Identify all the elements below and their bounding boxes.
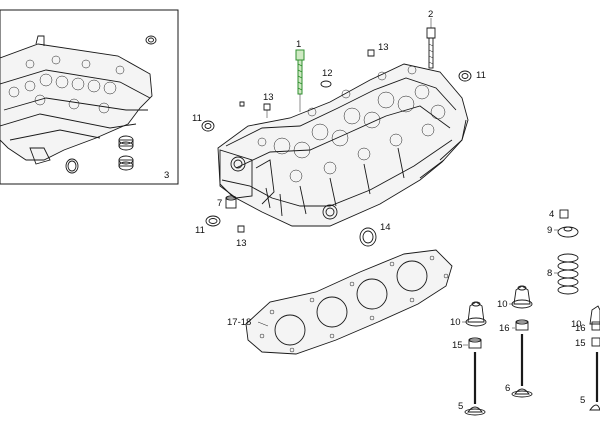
callout-9: 9 bbox=[547, 225, 552, 236]
head-gasket[interactable] bbox=[245, 249, 453, 355]
plug-13-mid[interactable] bbox=[263, 103, 271, 111]
cylinder-head-bolt-highlighted[interactable] bbox=[295, 49, 305, 95]
callout-16-mid: 16 bbox=[499, 323, 510, 334]
o-ring-11-right[interactable] bbox=[458, 70, 472, 82]
callout-5-left: 5 bbox=[458, 401, 463, 412]
valve-guide-10-mid[interactable] bbox=[511, 285, 533, 309]
seal-ring-12[interactable] bbox=[320, 80, 332, 88]
valve-6[interactable] bbox=[511, 334, 533, 398]
callout-13-lower: 13 bbox=[236, 238, 247, 249]
valve-5-left[interactable] bbox=[464, 352, 486, 416]
callout-13-mid: 13 bbox=[263, 92, 274, 103]
callout-5-right: 5 bbox=[580, 395, 585, 406]
cylinder-head bbox=[217, 63, 469, 227]
callout-8: 8 bbox=[547, 268, 552, 279]
cap-7[interactable] bbox=[225, 195, 237, 209]
callout-11-lower: 11 bbox=[195, 225, 205, 236]
seal-cup-14[interactable] bbox=[359, 227, 377, 247]
callout-6: 6 bbox=[505, 383, 510, 394]
callout-14: 14 bbox=[380, 222, 391, 233]
valve-seal-15-left[interactable] bbox=[468, 337, 482, 349]
plug-13-lower[interactable] bbox=[237, 225, 245, 233]
callout-15-left: 15 bbox=[452, 340, 463, 351]
valve-seal-16-mid[interactable] bbox=[515, 319, 529, 331]
valve-seal-16-right[interactable] bbox=[591, 321, 600, 331]
valve-5-right[interactable] bbox=[589, 352, 600, 411]
callout-11-upper: 11 bbox=[192, 113, 202, 124]
callout-10-left: 10 bbox=[450, 317, 461, 328]
valve-keeper-4[interactable] bbox=[559, 209, 569, 219]
inset-cylinder-head-view bbox=[0, 9, 179, 185]
callout-10-right: 10 bbox=[571, 319, 582, 330]
callout-1: 1 bbox=[296, 39, 301, 50]
valve-seal-15-right[interactable] bbox=[591, 337, 600, 347]
o-ring-11-lower[interactable] bbox=[205, 215, 221, 227]
long-bolt[interactable] bbox=[426, 27, 436, 69]
valve-spring-8[interactable] bbox=[557, 253, 579, 295]
callout-15-right: 15 bbox=[575, 338, 586, 349]
o-ring-11-upper[interactable] bbox=[201, 120, 215, 132]
callout-16-right: 16 bbox=[575, 323, 586, 334]
valve-guide-10-left[interactable] bbox=[465, 301, 487, 327]
callout-4: 4 bbox=[549, 209, 554, 220]
callout-12: 12 bbox=[322, 68, 333, 79]
callout-17-18: 17-18 bbox=[227, 317, 251, 328]
plug-13-top[interactable] bbox=[367, 49, 375, 57]
callout-11-right: 11 bbox=[476, 70, 486, 81]
valve-guide-10-right[interactable] bbox=[589, 305, 600, 325]
callout-7: 7 bbox=[217, 198, 222, 209]
callout-2: 2 bbox=[428, 9, 433, 20]
callout-3: 3 bbox=[164, 170, 169, 181]
callout-10-mid: 10 bbox=[497, 299, 508, 310]
callout-13-top: 13 bbox=[378, 42, 389, 53]
spring-retainer-9[interactable] bbox=[557, 226, 579, 238]
